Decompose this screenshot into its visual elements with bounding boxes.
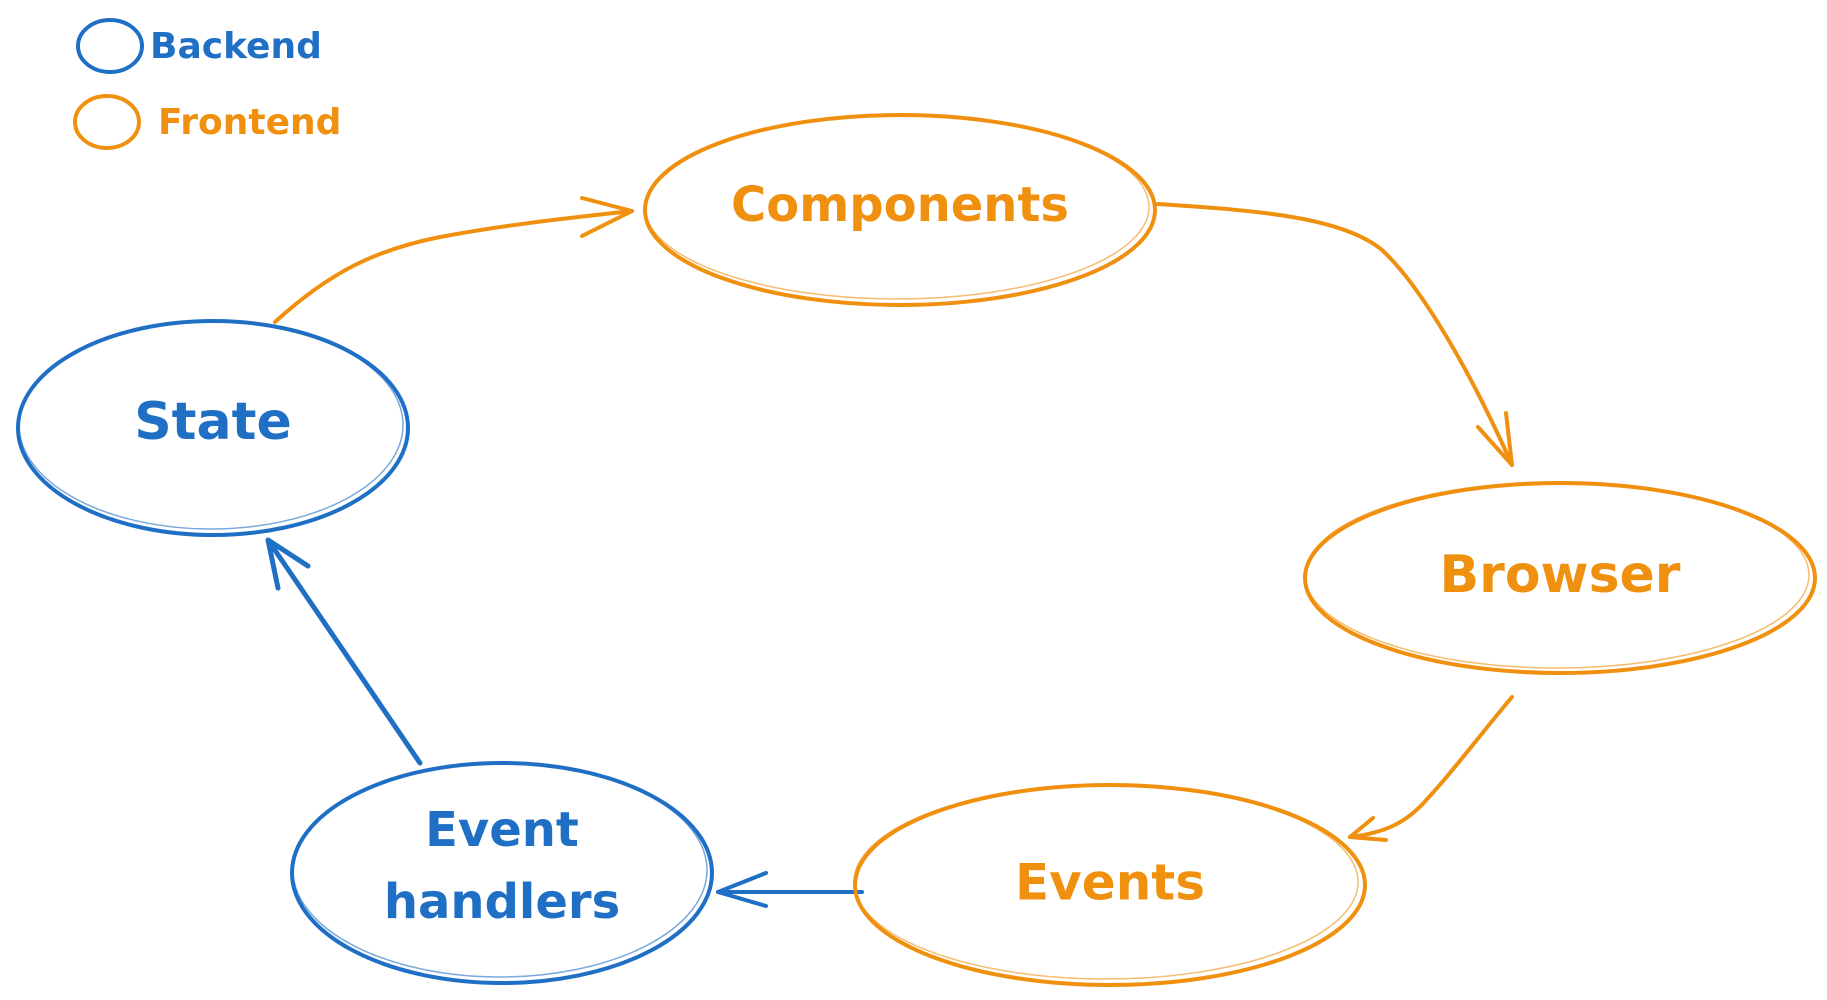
components-label: Components [731,177,1069,233]
arrow-events-to-event-handlers [716,871,864,908]
node-browser: Browser [1303,481,1817,675]
legend-frontend-label: Frontend [158,102,341,143]
node-events: Events [853,783,1367,987]
state-label: State [134,392,292,452]
arrow-browser-to-events [1348,695,1514,842]
legend-frontend-swatch [73,94,141,150]
node-components: Components [643,113,1157,307]
node-state: State [16,319,410,537]
legend-backend-label: Backend [150,26,322,67]
event-handlers-label-line1: Event [425,802,579,858]
arrow-components-to-browser [1156,202,1514,467]
event-handlers-label-line2: handlers [384,874,620,930]
legend-backend-swatch [76,18,144,74]
events-label: Events [1015,854,1205,912]
arrows [265,196,1514,908]
arrow-event-handlers-to-state [265,537,423,766]
node-event-handlers: Event handlers [290,761,714,985]
arrow-state-to-components [273,196,634,324]
legend: Backend Frontend [73,18,341,150]
browser-label: Browser [1440,545,1681,605]
